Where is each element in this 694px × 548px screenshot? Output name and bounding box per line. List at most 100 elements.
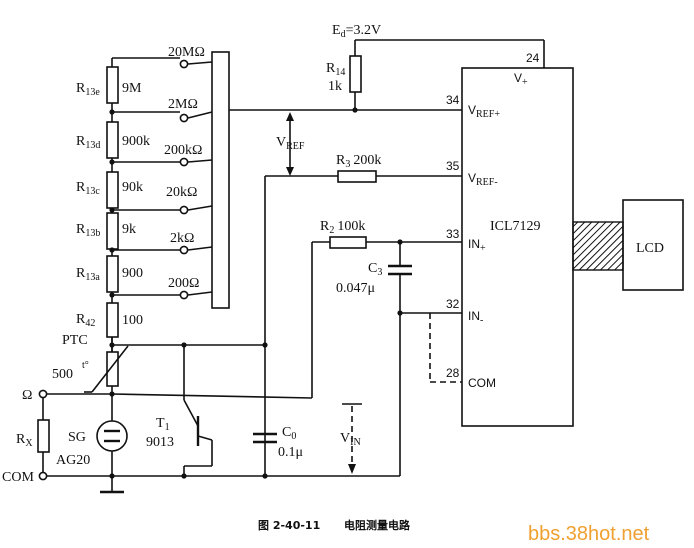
lcd-label: LCD [636,241,664,256]
t1-value: 9013 [146,435,174,450]
svg-text:Ed=3.2V: Ed=3.2V [332,23,381,40]
range-terminal-200[interactable] [179,290,189,300]
r13b-value: 9k [122,222,136,237]
svg-text:R13c: R13c [76,180,100,197]
transistor-section: T1 9013 [146,345,213,476]
sg-value: AG20 [56,453,90,468]
r14-value: 1k [328,79,342,94]
vref-section: VREF [229,107,462,176]
range-switch-bar[interactable] [211,51,230,309]
r14-name: R [326,61,336,76]
vin-label: V [340,431,350,446]
r3-sub: 3 [345,159,350,170]
range-terminal-2k[interactable] [179,245,189,255]
inminus-section [400,312,462,383]
r13b-name: R [76,222,86,237]
svg-text:IN+: IN+ [468,237,486,254]
range-terminal-20k[interactable] [179,205,189,215]
range-label-200k: 200kΩ [164,143,202,158]
pin-33-label: IN [468,237,480,251]
svg-text:R42: R42 [76,312,95,329]
com-terminal[interactable] [38,471,48,481]
pin-34-number: 34 [446,93,460,107]
ptc-symbol: t° [82,360,89,371]
r13e-sub: 13e [85,87,100,98]
range-terminal-2m[interactable] [179,113,189,123]
range-switch: 20MΩ 2MΩ 200kΩ 20kΩ 2kΩ 200Ω [164,45,230,309]
svg-text:R13b: R13b [76,222,100,239]
vin-section: VIN [340,403,362,474]
chip-name: ICL7129 [490,219,541,234]
sg-tube [96,420,128,452]
r13c-name: R [76,180,86,195]
r2-name: R [320,219,330,234]
resistor-r13a [106,255,119,293]
rx-sub: X [25,438,33,449]
range-label-2k: 2kΩ [170,231,194,246]
pin-35-number: 35 [446,159,460,173]
pin-24-label: V [514,71,522,85]
caption-title: 电阻测量电路 [344,518,411,532]
r42-name: R [76,312,86,327]
c0-section: C0 0.1μ [253,425,303,460]
range-terminal-20m[interactable] [179,59,189,69]
ptc-value: 500 [52,367,73,382]
svg-text:C3: C3 [368,261,382,278]
ohm-terminal[interactable] [38,389,48,399]
caption: 图 2-40-11 电阻测量电路 [258,518,411,532]
pin-28-label: COM [468,376,496,390]
pin-24-number: 24 [526,51,540,65]
ptc-section: PTC 500 t° [52,333,265,394]
svg-text:R14: R14 [326,61,345,78]
lcd-bus [572,221,624,271]
svg-text:R13e: R13e [76,81,100,98]
caption-figure: 图 2-40-11 [258,519,320,532]
range-label-20k: 20kΩ [166,185,197,200]
svg-text:VREF+: VREF+ [468,103,500,120]
sg-section: SG AG20 [56,394,128,494]
vref-sub: REF [286,141,305,152]
c3-sub: 3 [377,267,382,278]
icl7129-chip: ICL7129 24 V+ 34 VREF+ 35 VREF- 33 IN+ 3… [446,51,574,427]
r3-name: R [336,153,346,168]
watermark: bbs.38hot.net [528,523,650,545]
c0-sub: 0 [291,431,296,442]
resistor-r13d [106,121,119,159]
pin-34-sub: REF+ [476,109,500,120]
com-line: COM [2,470,400,485]
pin-28-number: 28 [446,366,460,380]
svg-text:R13d: R13d [76,134,100,151]
range-label-20m: 20MΩ [168,45,205,60]
resistor-rx [37,419,50,453]
r13c-sub: 13c [85,186,100,197]
pin-33-number: 33 [446,227,460,241]
svg-text:VREF-: VREF- [468,171,498,188]
resistor-r42 [106,302,119,338]
resistor-r14 [349,55,362,93]
r14-sub: 14 [335,67,345,78]
r13c-value: 90k [122,180,143,195]
pin-24-sub: + [522,77,528,88]
supply-section: R14 1k Ed=3.2V [326,23,545,110]
c0-value: 0.1μ [278,445,303,460]
svg-text:C0: C0 [282,425,296,442]
r3-value: 200k [353,153,381,168]
pin-33-sub: + [480,243,486,254]
c3-name: C [368,261,377,276]
range-label-200: 200Ω [168,276,199,291]
resistor-ladder [106,57,180,352]
svg-text:VIN: VIN [340,431,361,448]
r13b-sub: 13b [85,228,100,239]
t1-sub: 1 [165,422,170,433]
resistor-r13c [106,171,119,209]
rx-section: RX [16,398,50,474]
pin-32-sub: - [480,315,483,326]
r42-value: 100 [122,313,143,328]
range-terminal-200k[interactable] [179,157,189,167]
r42-sub: 42 [85,318,95,329]
pin-32-number: 32 [446,297,460,311]
svg-text:V+: V+ [514,71,528,88]
